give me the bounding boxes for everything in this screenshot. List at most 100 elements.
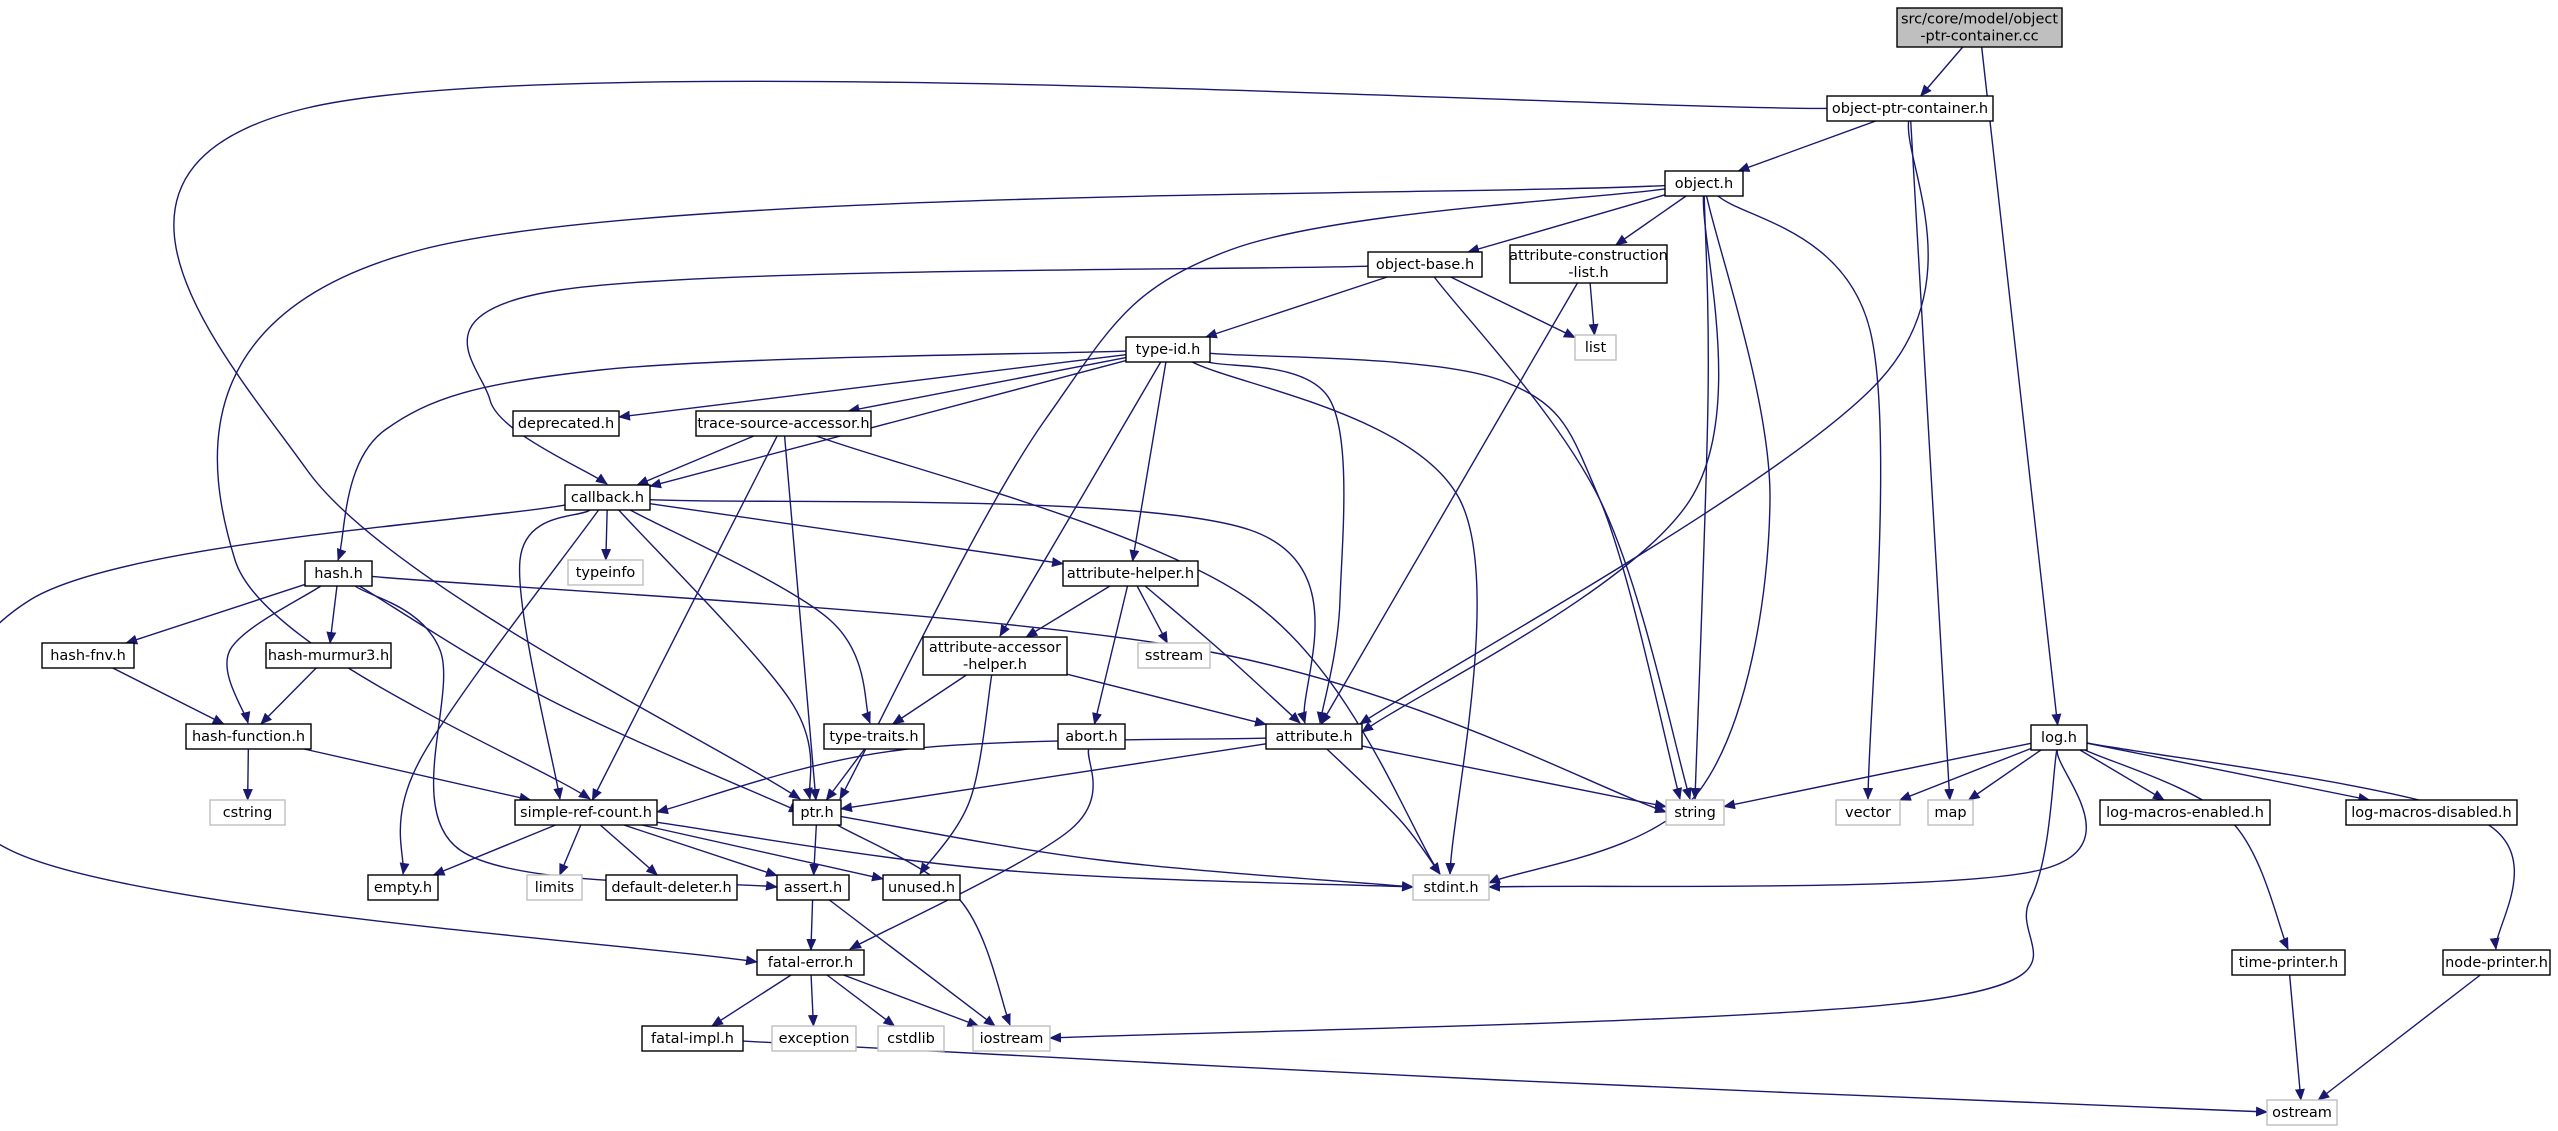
node-fatalimpl[interactable]: fatal-impl.h xyxy=(641,1025,744,1052)
node-box xyxy=(1509,244,1668,284)
node-box xyxy=(877,1025,945,1052)
node-label: attribute.h xyxy=(1275,729,1352,745)
edge-log-iostream xyxy=(1049,749,2058,1043)
node-label: log-macros-enabled.h xyxy=(2106,805,2264,821)
node-box xyxy=(304,560,373,587)
node-box xyxy=(776,874,850,901)
node-hashfnv[interactable]: hash-fnv.h xyxy=(41,642,135,669)
node-abort[interactable]: abort.h xyxy=(1057,723,1126,750)
node-box xyxy=(2030,724,2088,751)
node-map: map xyxy=(1927,799,1974,826)
node-label: map xyxy=(1934,805,1966,821)
node-label: ptr.h xyxy=(800,805,833,821)
file-nodes: src/core/model/object-ptr-container.cc ob… xyxy=(41,7,2551,1126)
edge-typeid-attribute xyxy=(1207,361,1345,724)
node-aah[interactable]: attribute-accessor-helper.h xyxy=(922,636,1068,676)
edge-fatalerror-iostream xyxy=(843,974,980,1027)
node-typetraits[interactable]: type-traits.h xyxy=(823,723,925,750)
node-attribute[interactable]: attribute.h xyxy=(1265,723,1363,750)
node-objectbase[interactable]: object-base.h xyxy=(1367,251,1483,278)
node-box xyxy=(1574,334,1617,361)
edge-src-assert xyxy=(623,824,778,877)
node-object[interactable]: object.h xyxy=(1664,170,1744,197)
node-label: object-ptr-container.h xyxy=(1832,101,1988,117)
node-attrhelper[interactable]: attribute-helper.h xyxy=(1062,560,1199,587)
edge-hash-string xyxy=(371,575,1667,814)
dependency-edges xyxy=(0,46,2515,1117)
edge-attrhelper-aah xyxy=(1025,585,1111,638)
node-empty[interactable]: empty.h xyxy=(367,874,439,901)
edge-hash-ptr xyxy=(359,585,801,813)
edge-src-dd xyxy=(599,824,659,876)
node-label: attribute-construction xyxy=(1509,248,1668,264)
node-fatalerror[interactable]: fatal-error.h xyxy=(756,949,865,976)
edge-opc-object xyxy=(1737,120,1876,172)
edge-log-timeprinter xyxy=(2084,749,2289,950)
edge-callback-ptr xyxy=(618,509,813,800)
edge-log-nodeprinter xyxy=(2086,742,2515,950)
edge-nodeprinter-ostream xyxy=(2317,974,2481,1101)
node-tsa[interactable]: trace-source-accessor.h xyxy=(695,410,872,437)
node-opc[interactable]: object-ptr-container.h xyxy=(1826,95,1994,122)
node-acl[interactable]: attribute-construction-list.h xyxy=(1509,244,1668,284)
node-box xyxy=(1412,874,1490,901)
edge-timeprinter-ostream xyxy=(2288,974,2305,1101)
edge-log-map xyxy=(1967,749,2042,801)
node-src[interactable]: simple-ref-count.h xyxy=(514,799,658,826)
node-label: type-id.h xyxy=(1136,342,1201,358)
node-typeinfo: typeinfo xyxy=(567,559,644,586)
node-box xyxy=(209,799,286,826)
edge-objectbase-list xyxy=(1450,276,1576,339)
node-cstring: cstring xyxy=(209,799,286,826)
edge-log-vector xyxy=(1898,747,2032,801)
node-label: limits xyxy=(535,880,574,896)
node-box xyxy=(1265,723,1363,750)
node-label: attribute-helper.h xyxy=(1067,566,1194,582)
edge-opc-ptr xyxy=(173,80,1828,800)
node-box xyxy=(922,636,1068,676)
edge-assert-fatalerror xyxy=(806,899,817,951)
node-box xyxy=(641,1025,744,1052)
edge-typeid-attrhelper xyxy=(1129,361,1167,562)
edge-aah-typetraits xyxy=(891,674,967,725)
node-box xyxy=(2231,949,2346,976)
node-timeprinter[interactable]: time-printer.h xyxy=(2231,949,2346,976)
edge-attrhelper-abort xyxy=(1092,585,1129,725)
node-box xyxy=(1062,560,1199,587)
edge-tsa-callback xyxy=(636,435,755,486)
node-box xyxy=(1057,723,1126,750)
edge-assert-iostream xyxy=(829,899,996,1027)
node-ptr[interactable]: ptr.h xyxy=(792,799,842,826)
node-label: empty.h xyxy=(374,880,432,896)
node-log[interactable]: log.h xyxy=(2030,724,2088,751)
node-assert[interactable]: assert.h xyxy=(776,874,850,901)
node-box xyxy=(567,559,644,586)
edge-object-ptr xyxy=(839,188,1666,800)
edge-typeid-callback xyxy=(649,359,1127,489)
node-hashfunc[interactable]: hash-function.h xyxy=(185,723,312,750)
edge-typeid-stdint xyxy=(1191,361,1478,875)
node-nodeprinter[interactable]: node-printer.h xyxy=(2442,949,2551,976)
node-root[interactable]: src/core/model/object-ptr-container.cc xyxy=(1896,7,2063,48)
node-box xyxy=(1896,7,2063,48)
edge-acl-list xyxy=(1588,282,1599,336)
edge-hashfnv-hashfunc xyxy=(112,667,225,725)
edge-typeid-string xyxy=(1209,352,1682,800)
node-lmd[interactable]: log-macros-disabled.h xyxy=(2345,799,2518,826)
edge-ptr-assert xyxy=(809,824,820,876)
node-label: object.h xyxy=(1675,176,1733,192)
node-callback[interactable]: callback.h xyxy=(564,484,651,511)
node-box xyxy=(367,874,439,901)
node-list: list xyxy=(1574,334,1617,361)
node-unused[interactable]: unused.h xyxy=(882,874,961,901)
edge-fatalimpl-ostream xyxy=(742,1040,2268,1117)
edge-object-attribute xyxy=(1361,195,1720,733)
node-dd[interactable]: default-deleter.h xyxy=(605,874,738,901)
node-typeid[interactable]: type-id.h xyxy=(1125,336,1211,363)
node-label: fatal-error.h xyxy=(768,955,853,971)
node-hashmurmur[interactable]: hash-murmur3.h xyxy=(265,642,392,669)
node-hash[interactable]: hash.h xyxy=(304,560,373,587)
node-lme[interactable]: log-macros-enabled.h xyxy=(2099,799,2271,826)
edge-hashfunc-cstring xyxy=(242,748,253,801)
node-deprecated[interactable]: deprecated.h xyxy=(512,410,620,437)
